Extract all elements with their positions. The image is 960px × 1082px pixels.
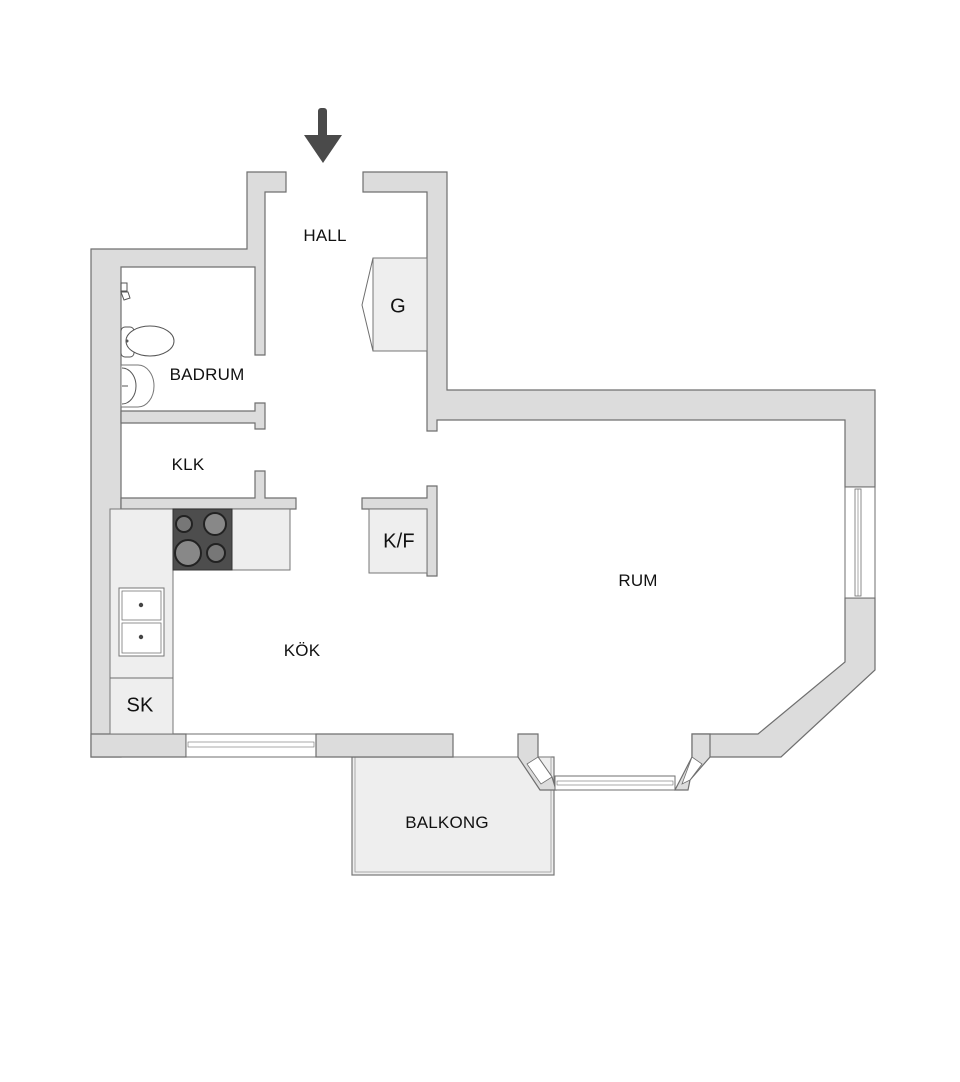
wardrobe [361, 257, 428, 352]
room-label-badrum: BADRUM [169, 365, 245, 384]
walls [90, 171, 876, 791]
fixture-label-fridge-freezer: K/F [383, 530, 415, 553]
sink-icon [120, 364, 155, 408]
fixture-label-cabinet: SK [126, 694, 154, 717]
fridge-freezer [368, 508, 428, 574]
room-label-klk: KLK [171, 455, 205, 474]
room-label-rum: RUM [618, 571, 658, 590]
room-label-hall: HALL [303, 226, 347, 245]
room-label-kok: KÖK [283, 641, 321, 660]
entrance-arrow-icon [304, 108, 342, 163]
fixture-label-wardrobe: G [390, 295, 406, 318]
stove-icon [172, 508, 233, 571]
kitchen-counter [109, 508, 291, 735]
toilet-icon [120, 325, 175, 358]
shower-icon [120, 282, 131, 301]
room-label-balkong: BALKONG [405, 813, 489, 832]
